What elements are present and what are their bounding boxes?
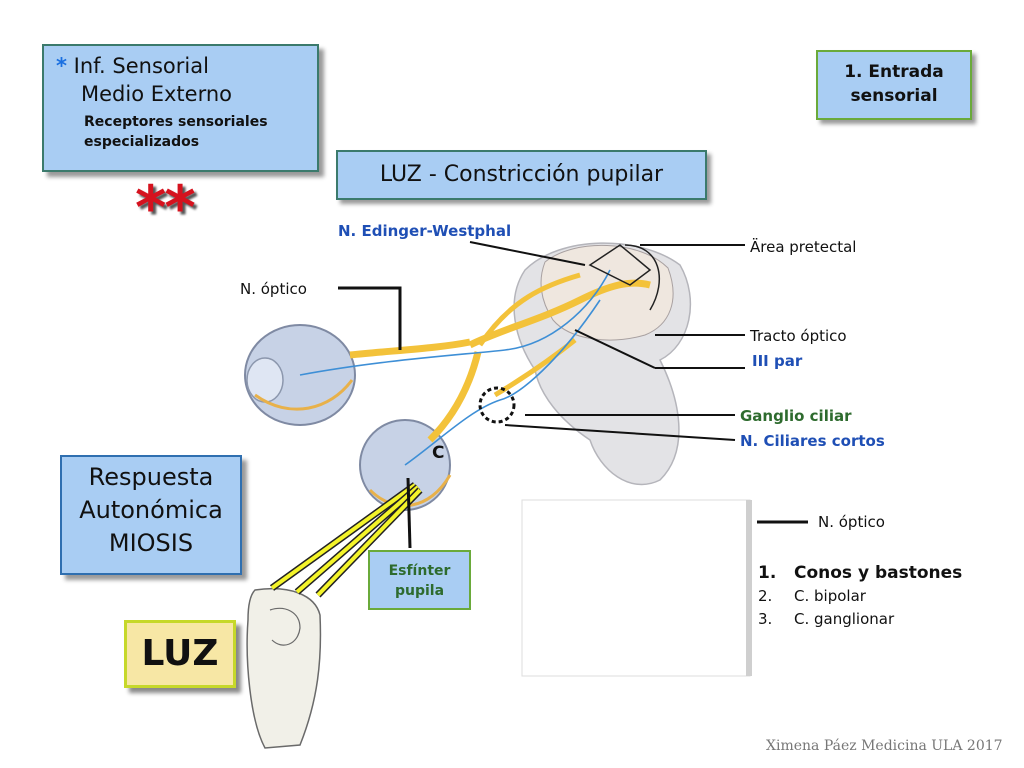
slide-title: LUZ - Constricción pupilar (336, 150, 707, 200)
autonomic-response-box: Respuesta Autonómica MIOSIS (60, 455, 242, 575)
head-outline (246, 588, 322, 749)
label-short-ciliary-nerves: N. Ciliares cortos (740, 432, 885, 450)
optic-nerve-lower (427, 351, 482, 443)
sensory-specialized: especializados (84, 134, 200, 150)
retina-cell-list: 1.Conos y bastones 2.C. bipolar 3.C. gan… (758, 562, 962, 631)
entrada-line-1: 1. Entrada (844, 62, 944, 82)
upper-eye-retina (254, 379, 354, 411)
leader-short-ciliary (504, 424, 736, 441)
entrada-line-2: sensorial (850, 86, 938, 106)
sensory-receptors: Receptores sensoriales (84, 114, 268, 130)
sensory-subtitle: Medio Externo (81, 82, 232, 106)
list-item: 2.C. bipolar (758, 587, 866, 605)
sphincter-line-2: pupila (394, 583, 445, 599)
blue-pathway-1 (299, 269, 611, 376)
leader-optic-left (338, 286, 402, 350)
pupil-sphincter-box: Esfínter pupila (368, 550, 471, 610)
white-pane (521, 499, 751, 677)
blue-pathway-3 (588, 244, 652, 286)
label-pretectal-area: Ärea pretectal (750, 238, 857, 256)
leader-third-pair (574, 329, 656, 369)
label-c: C (432, 443, 445, 463)
light-ray-3-in (316, 488, 422, 597)
pretectal-loop (624, 244, 661, 311)
label-ciliary-ganglion: Ganglio ciliar (740, 407, 852, 425)
response-line-3: MIOSIS (108, 529, 194, 557)
blue-pathway-2 (404, 299, 601, 466)
response-line-2: Autonómica (79, 496, 223, 524)
double-star: ** (135, 173, 196, 243)
upper-eye-lens (246, 357, 284, 403)
label-optic-tract: Tracto óptico (750, 327, 847, 345)
head-ear (269, 607, 301, 646)
optic-tract-2 (477, 272, 581, 347)
sensory-info-box: * Inf. Sensorial Medio Externo Receptore… (42, 44, 319, 172)
light-box: LUZ (124, 620, 236, 688)
response-line-1: Respuesta (88, 463, 214, 491)
ciliary-ganglion-circle (478, 386, 516, 424)
list-item: 1.Conos y bastones (758, 563, 963, 583)
leader-sphincter (406, 477, 412, 549)
lower-eye-retina (368, 474, 452, 507)
leader-edinger (469, 241, 586, 266)
entrada-sensorial-box: 1. Entrada sensorial (816, 50, 972, 120)
optic-tract (468, 279, 651, 349)
label-edinger-westphal: N. Edinger-Westphal (338, 222, 512, 240)
optic-nerve-upper (349, 338, 471, 359)
label-optic-nerve-left: N. óptico (240, 280, 307, 298)
gray-pane-edge (746, 500, 752, 676)
label-optic-nerve-right: N. óptico (818, 513, 885, 531)
list-item: 3.C. ganglionar (758, 610, 895, 628)
blue-star: * (56, 54, 67, 78)
sphincter-line-1: Esfínter (388, 563, 451, 579)
sensory-line-1: * Inf. Sensorial (56, 52, 305, 80)
label-third-pair: III par (752, 352, 803, 370)
credit-text: Ximena Páez Medicina ULA 2017 (766, 738, 1003, 754)
sensory-title: Inf. Sensorial (73, 54, 209, 78)
light-ray-1-in (270, 483, 417, 590)
light-ray-2-in (295, 485, 420, 594)
